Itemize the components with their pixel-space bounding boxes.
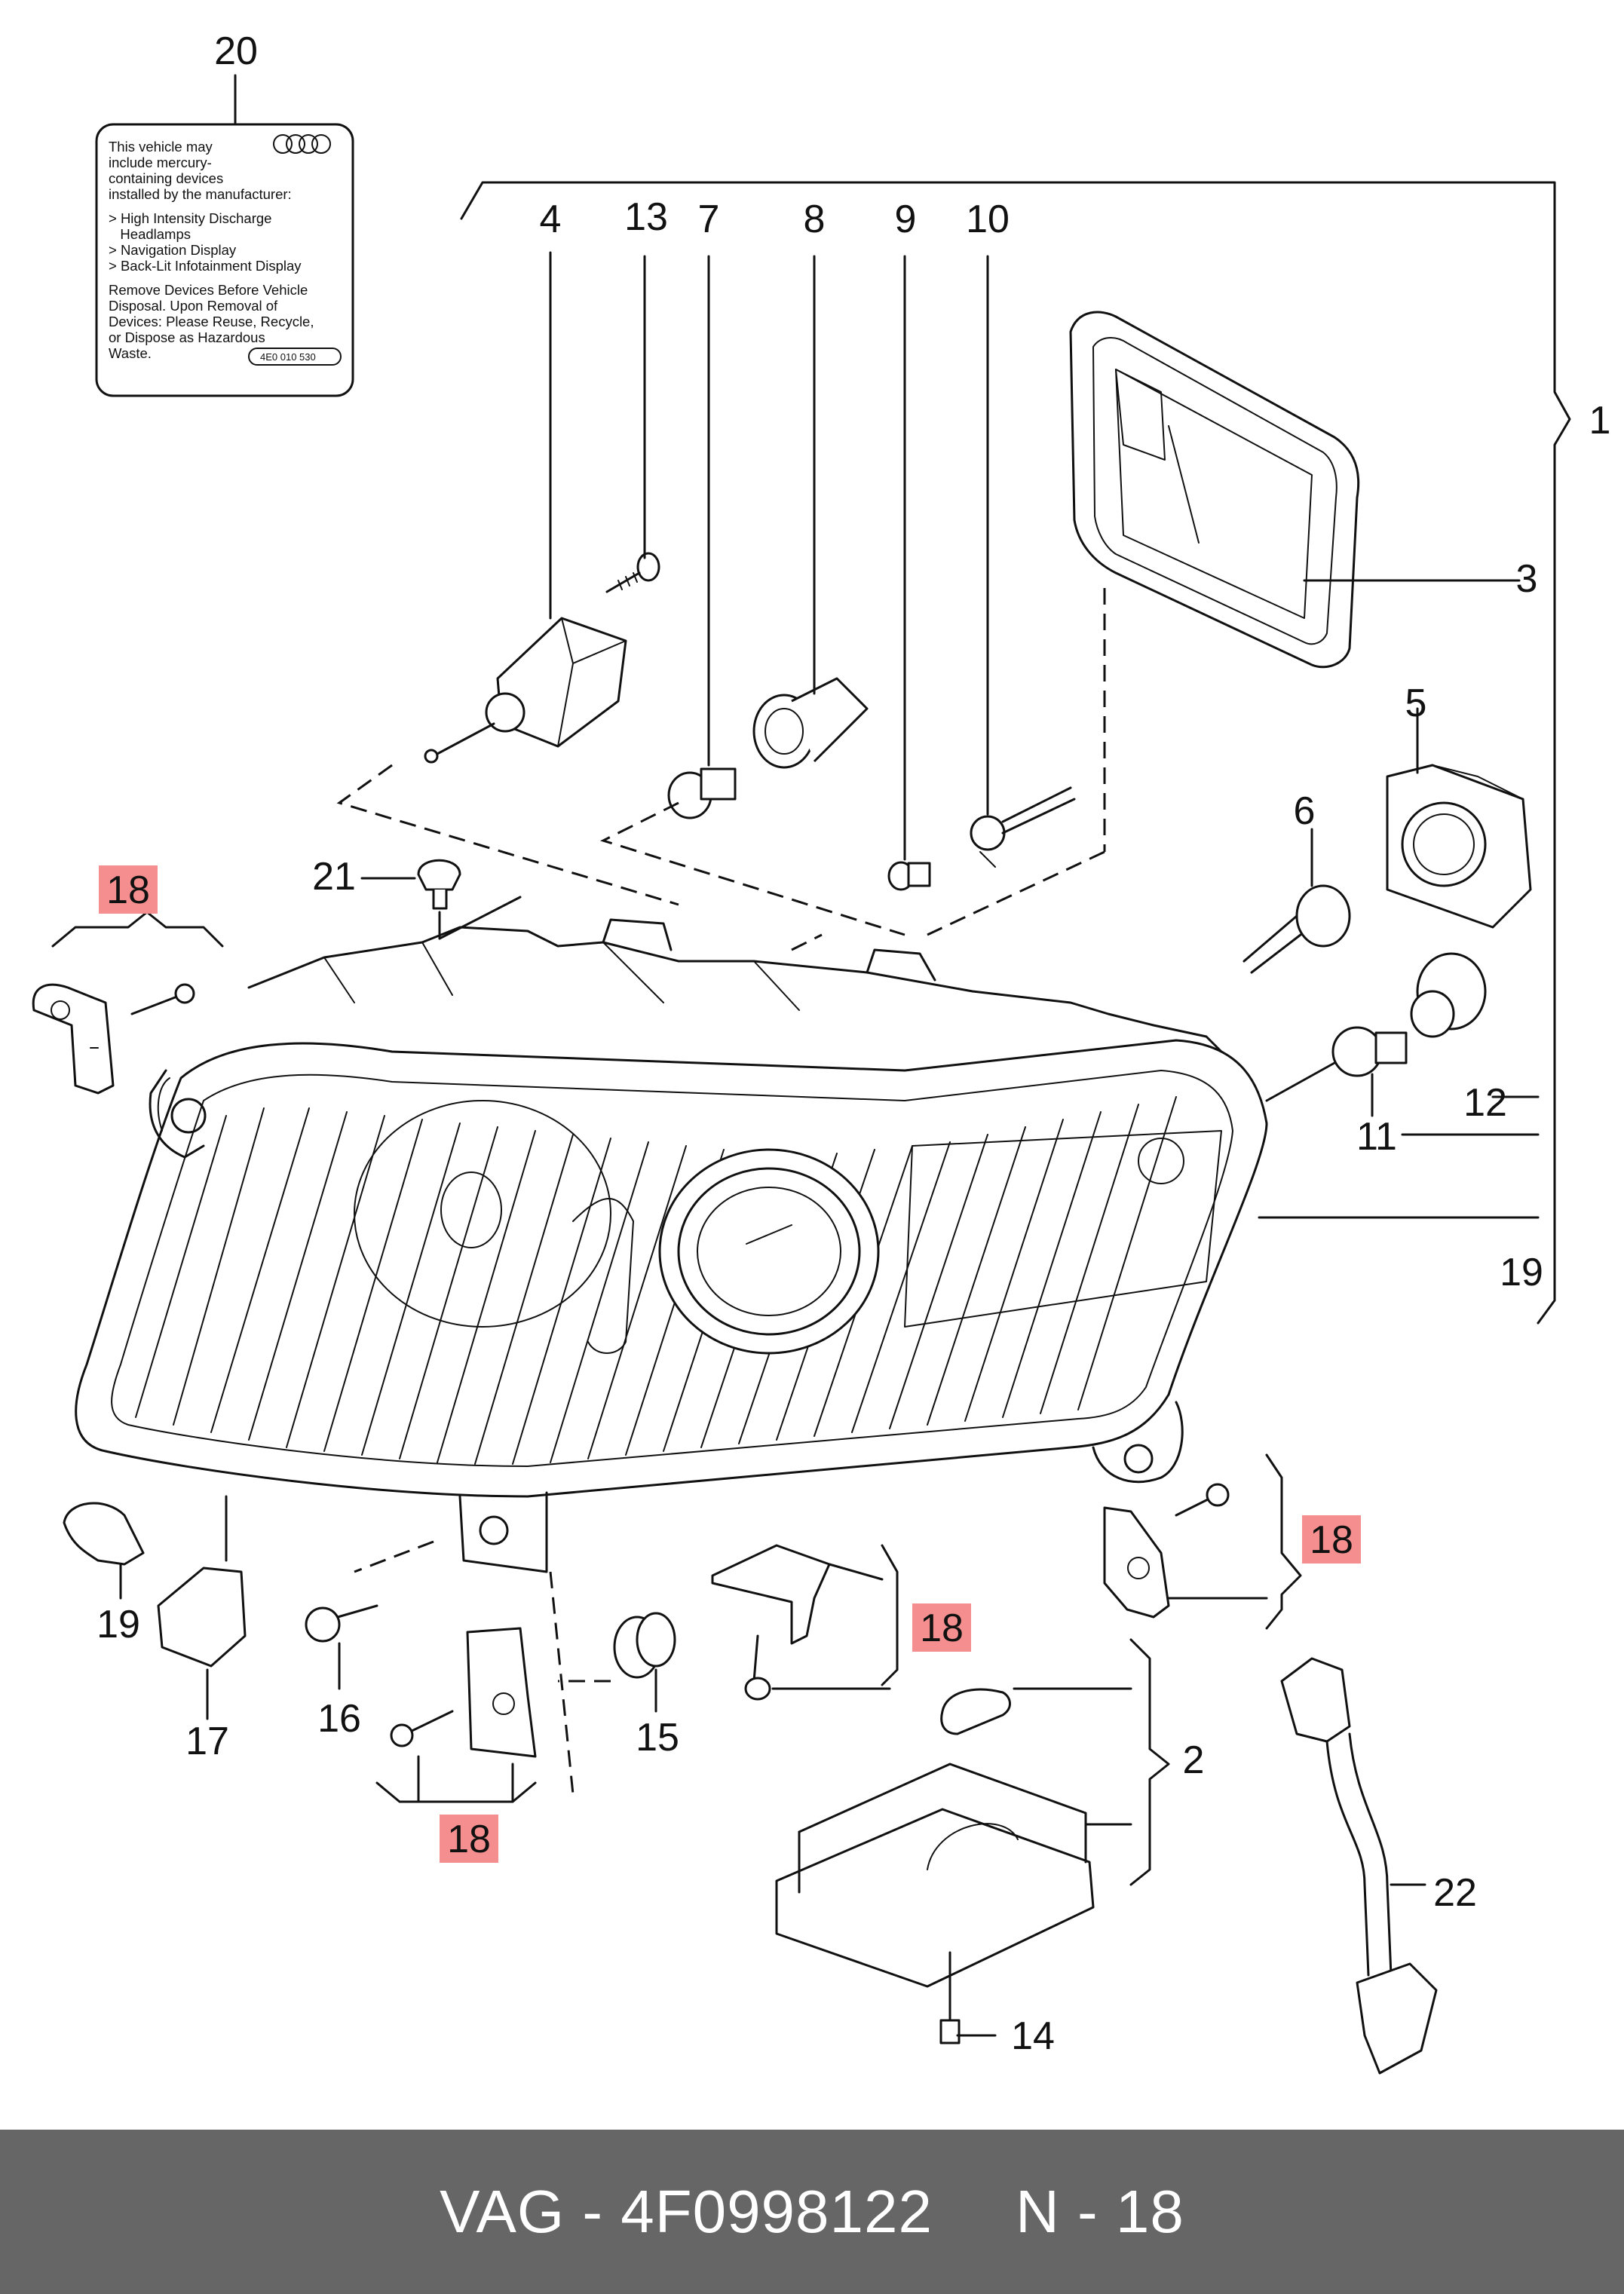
warning-line: Headlamps: [109, 226, 191, 242]
warning-line: Waste.: [109, 345, 152, 361]
highlight-box: [99, 865, 158, 914]
part-5-socket: [1386, 707, 1532, 929]
part-7-bulb: [667, 255, 737, 819]
warning-line: containing devices: [109, 170, 223, 186]
part-14-screw: [939, 1951, 997, 2044]
part-18-bracket-center: [711, 1544, 899, 1701]
callout-16: 16: [317, 1697, 361, 1741]
callout-3: 3: [1516, 557, 1538, 601]
part-18-bracket-bottom: [375, 1627, 537, 1803]
footer-bar: VAG - 4F0998122 N - 18: [0, 2130, 1624, 2294]
callout-14: 14: [1011, 2014, 1055, 2058]
warning-label-code: 4E0 010 530: [260, 351, 316, 363]
warning-line: Remove Devices Before Vehicle: [109, 282, 308, 298]
highlight-box: [440, 1815, 498, 1863]
callout-12: 12: [1463, 1081, 1507, 1125]
part-4-leveling-motor: [424, 251, 627, 764]
part-8-holder: [752, 255, 869, 769]
callout-10: 10: [966, 198, 1010, 241]
warning-line: installed by the manufacturer:: [109, 186, 292, 202]
part-2-control-unit: [775, 1638, 1170, 1988]
part-19-cap: [63, 1502, 145, 1600]
part-12-socket: [1410, 952, 1540, 1098]
callout-19-right: 19: [1500, 1251, 1543, 1294]
callout-5: 5: [1405, 681, 1427, 725]
part-9-small-bulb: [887, 255, 931, 891]
warning-line: Devices: Please Reuse, Recycle,: [109, 314, 314, 329]
callout-11: 11: [1356, 1115, 1397, 1159]
part-10-socket: [970, 255, 1076, 868]
callout-7: 7: [698, 198, 720, 241]
part-21-clip: [360, 859, 522, 940]
warning-line: This vehicle may: [109, 139, 213, 155]
part-22-harness: [1280, 1657, 1438, 2075]
part-6-bulb-socket: [1243, 828, 1351, 974]
part-17-bracket: [157, 1495, 247, 1720]
callout-15: 15: [636, 1716, 679, 1760]
callout-18-bottom: 18: [447, 1818, 491, 1861]
highlight-box: [912, 1603, 971, 1652]
footer-page-label: N - 18: [1016, 2178, 1184, 2245]
bracket-1: [460, 181, 1571, 1325]
footer-part-label: VAG - 4F0998122: [440, 2178, 933, 2245]
callout-17: 17: [185, 1720, 229, 1763]
warning-line: Disposal. Upon Removal of: [109, 298, 278, 314]
callout-4: 4: [540, 198, 562, 241]
warning-line: > Back-Lit Infotainment Display: [109, 258, 302, 274]
warning-line: or Dispose as Hazardous: [109, 329, 265, 345]
warning-label: This vehicle may include mercury- contai…: [95, 123, 354, 397]
callout-21: 21: [312, 855, 356, 899]
callout-22: 22: [1433, 1871, 1477, 1915]
callout-20: 20: [214, 29, 258, 73]
part-18-bracket-left: [32, 911, 224, 1095]
part-15-grommet: [613, 1612, 676, 1713]
callout-9: 9: [895, 198, 917, 241]
part-16-screw: [305, 1604, 378, 1690]
callout-1: 1: [1589, 399, 1611, 443]
part-3-gasket: [1069, 311, 1521, 669]
callout-18-right: 18: [1310, 1518, 1353, 1562]
audi-rings-logo: [273, 134, 331, 154]
callout-2: 2: [1183, 1738, 1205, 1782]
callout-18-center: 18: [920, 1606, 964, 1650]
dashed-guides: [336, 588, 1106, 1795]
parts-diagram: This vehicle may include mercury- contai…: [32, 29, 1611, 2075]
callout-13: 13: [624, 195, 668, 239]
callout-18-top-left: 18: [106, 868, 150, 912]
callout-8: 8: [804, 198, 826, 241]
callout-19-left: 19: [97, 1603, 140, 1646]
part-18-bracket-right: [1103, 1453, 1302, 1630]
part-13-screw: [605, 255, 660, 593]
headlamp-assembly: [75, 918, 1268, 1573]
warning-line: > High Intensity Discharge: [109, 210, 271, 226]
highlight-box: [1302, 1515, 1361, 1564]
part-11-bulb: [1265, 1026, 1540, 1136]
warning-line: > Navigation Display: [109, 242, 237, 258]
warning-line: include mercury-: [109, 155, 212, 170]
callout-6: 6: [1294, 789, 1316, 833]
